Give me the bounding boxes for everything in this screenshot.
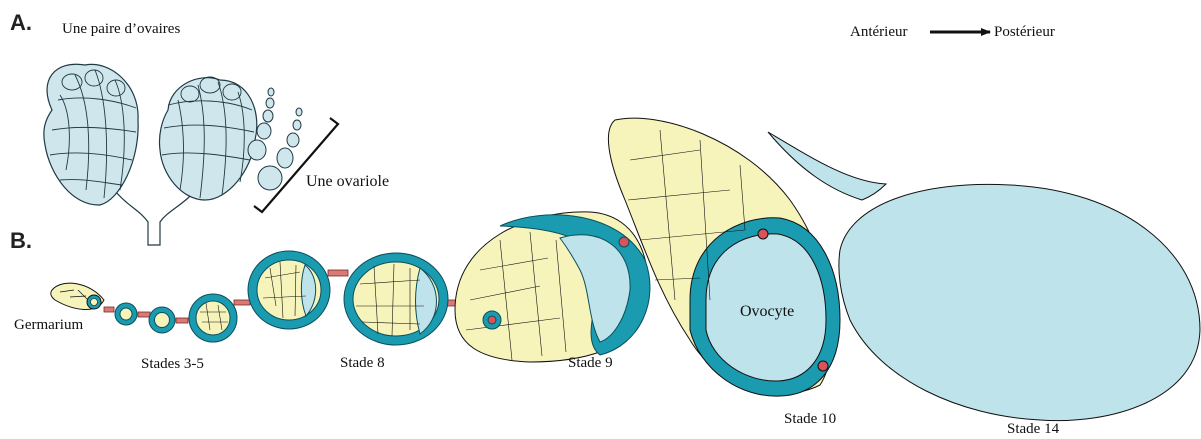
ovary-pair-label: Une paire d’ovaires	[62, 22, 180, 37]
panel-a-label: A.	[10, 12, 32, 34]
ovary-right	[159, 78, 256, 200]
germarium-shape	[51, 283, 104, 309]
stage-10-label: Stade 10	[784, 412, 836, 427]
posterior-label: Postérieur	[994, 25, 1055, 40]
ovary-pair	[44, 64, 338, 245]
oocyte-label: Ovocyte	[740, 304, 794, 320]
stage-8-chamber	[344, 253, 448, 345]
stage-9-chamber	[455, 212, 650, 362]
stage-8-label: Stade 8	[340, 356, 385, 371]
anterior-label: Antérieur	[850, 25, 907, 40]
stage-9-label: Stade 9	[568, 356, 613, 371]
ovariole-label: Une ovariole	[306, 174, 389, 190]
panel-b-label: B.	[10, 230, 32, 252]
stage-7-chamber	[248, 251, 330, 329]
stages-3-5-label: Stades 3-5	[141, 357, 204, 372]
stage-14-label: Stade 14	[1007, 422, 1059, 437]
germarium-label: Germarium	[14, 318, 83, 333]
